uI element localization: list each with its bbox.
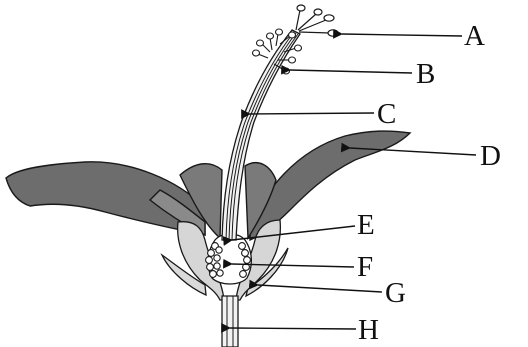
label-c: C — [377, 98, 396, 130]
anther — [257, 40, 264, 46]
ovule — [210, 271, 217, 278]
stigma-branch — [296, 10, 300, 30]
label-f: F — [357, 251, 373, 283]
ovule — [207, 264, 214, 271]
leader-g — [258, 285, 382, 292]
ovule — [242, 250, 249, 257]
ovule — [244, 257, 251, 264]
label-g: G — [385, 277, 406, 309]
filament — [276, 34, 278, 46]
stigma-tip — [297, 5, 305, 11]
label-a: A — [464, 20, 485, 52]
anther — [267, 33, 274, 39]
anther — [253, 50, 260, 56]
ovule — [239, 243, 246, 250]
leader-b — [290, 70, 412, 73]
anther — [283, 68, 290, 74]
ovule — [216, 247, 222, 253]
label-b: B — [416, 58, 435, 90]
stigma-tip — [328, 30, 338, 36]
labels: A B C D E F G H — [357, 20, 501, 346]
label-h: H — [358, 314, 379, 346]
anther — [295, 45, 302, 51]
anther — [289, 32, 296, 38]
stigma-branch — [299, 32, 330, 33]
ovule — [208, 250, 215, 257]
stigma-tip — [324, 15, 334, 21]
ovule — [214, 255, 220, 261]
anther — [276, 29, 283, 35]
stalk — [222, 296, 238, 347]
stigma-tip — [314, 9, 322, 15]
leader-c — [250, 113, 374, 114]
ovule — [214, 263, 220, 269]
label-d: D — [480, 140, 501, 172]
stigmas — [296, 5, 338, 36]
left-petal — [6, 162, 205, 235]
leader-h — [230, 328, 356, 329]
ovule — [217, 270, 223, 276]
ovule — [240, 271, 247, 278]
filament — [270, 38, 272, 50]
label-e: E — [357, 209, 375, 241]
petals — [6, 131, 410, 240]
anther — [289, 57, 296, 63]
ovule — [206, 257, 213, 264]
leader-a — [342, 34, 462, 36]
